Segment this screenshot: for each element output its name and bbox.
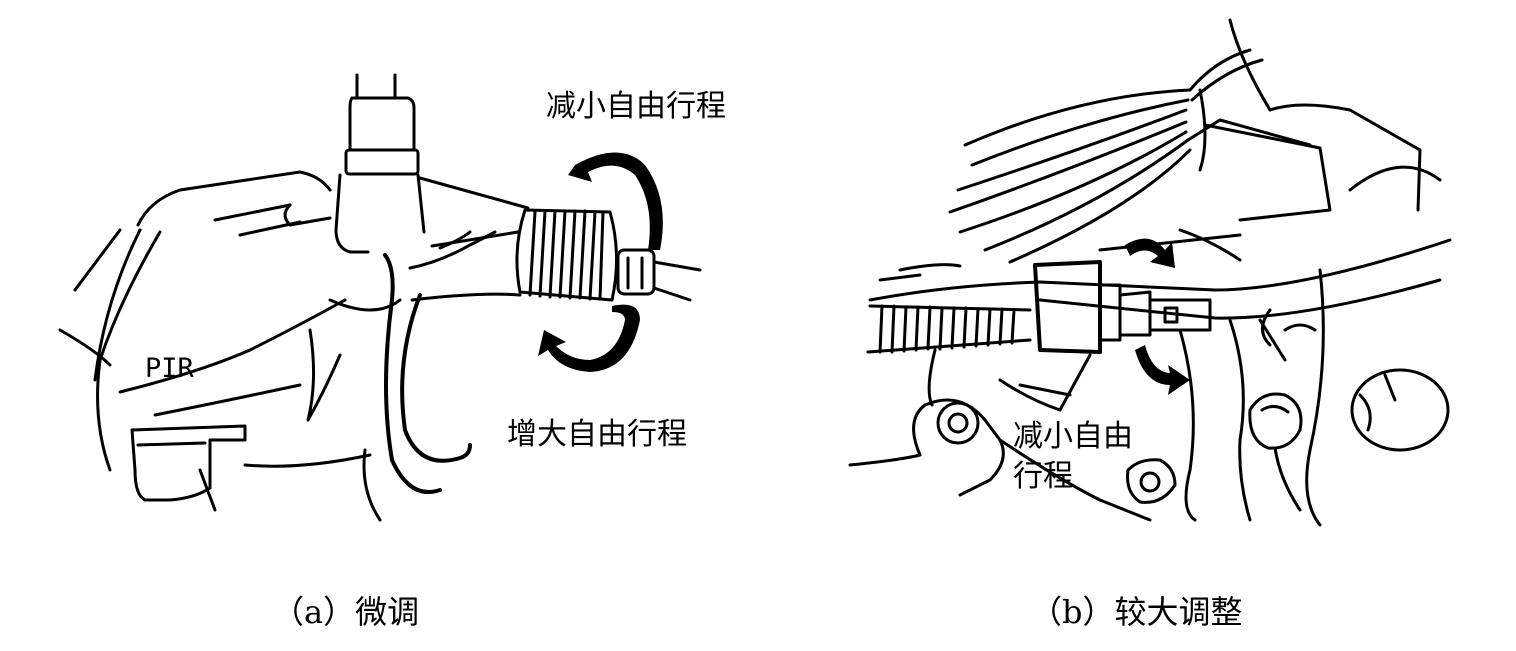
pir-label: PIR xyxy=(145,353,194,384)
panel-a-illustration xyxy=(58,73,702,522)
caption-b: （b）较大调整 xyxy=(1030,593,1243,631)
reduce-free-travel-label-b-line2: 行程 xyxy=(1013,459,1073,494)
reduce-free-travel-label-a: 减小自由行程 xyxy=(546,89,726,124)
reduce-free-travel-label-b-line1: 减小自由 xyxy=(1013,419,1133,454)
increase-free-travel-label: 增大自由行程 xyxy=(507,417,687,452)
panel-b-illustration xyxy=(848,18,1452,527)
caption-a: （a）微调 xyxy=(272,593,420,631)
